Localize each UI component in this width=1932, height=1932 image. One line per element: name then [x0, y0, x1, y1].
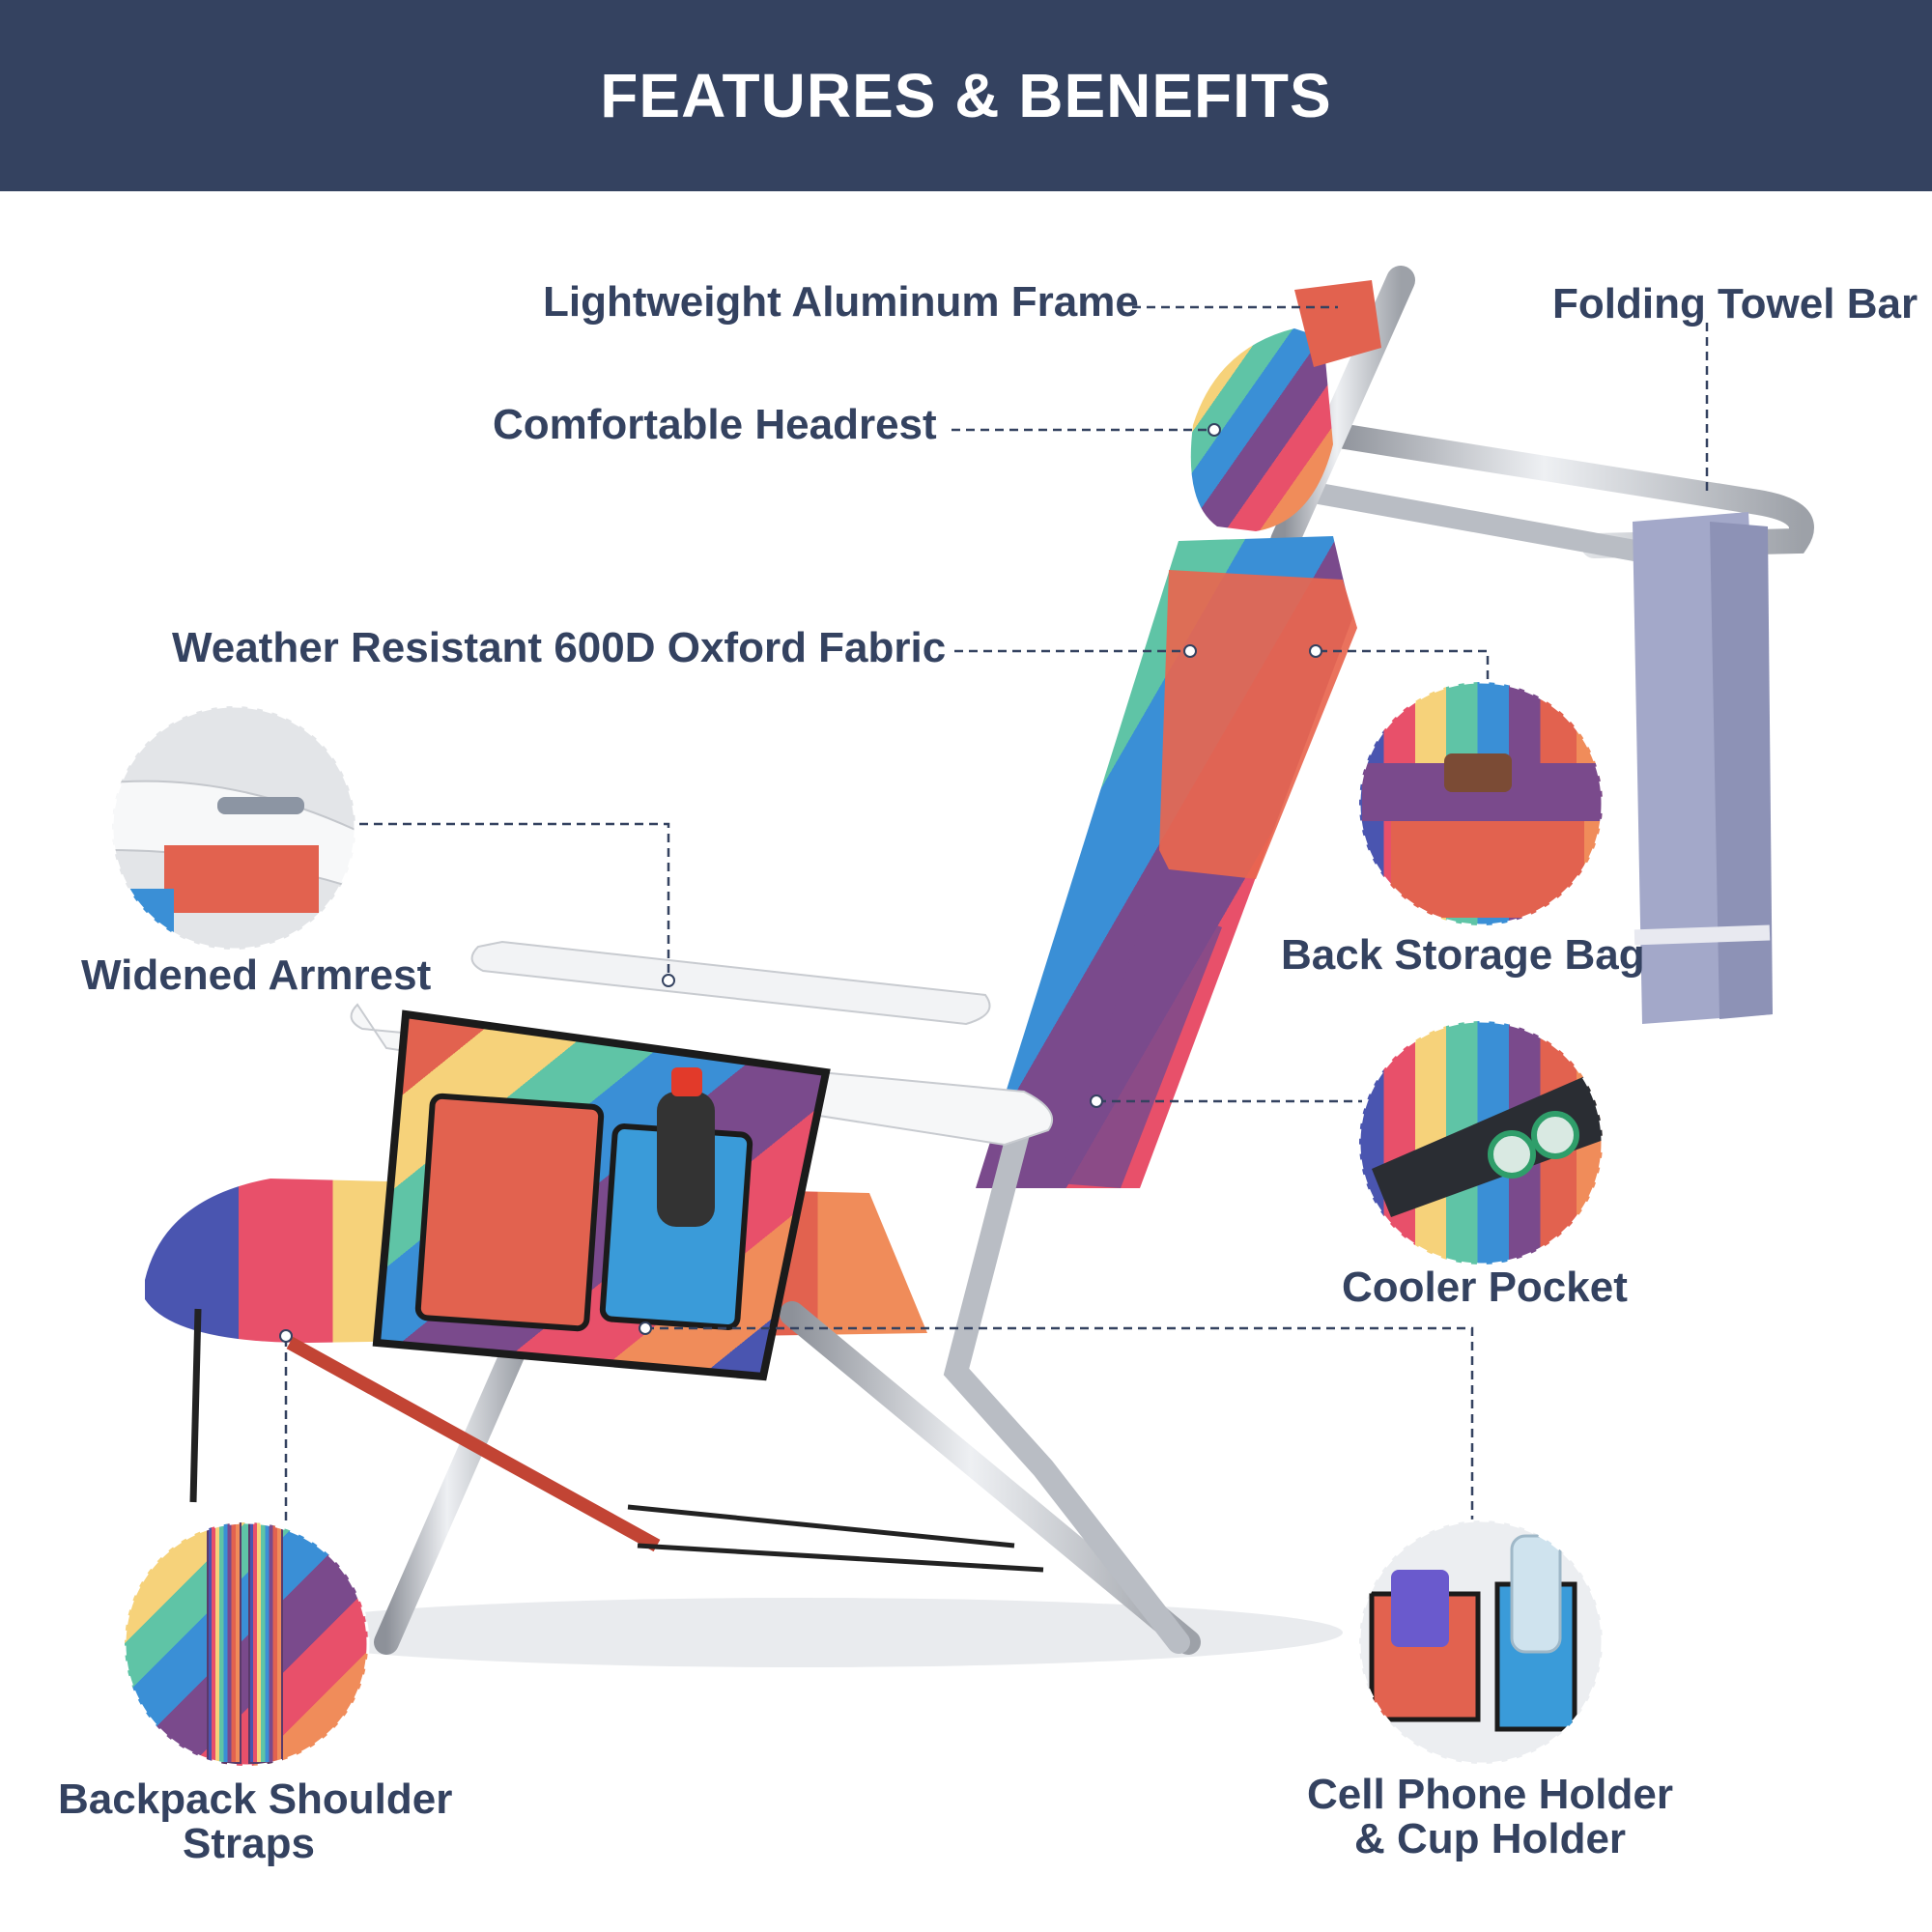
towel-bar: [1321, 422, 1814, 558]
cord-2: [637, 1543, 1044, 1573]
bottle: [657, 1092, 715, 1227]
bottle-cap: [671, 1067, 702, 1096]
detail-circle-armrest: [110, 704, 357, 952]
header-title: FEATURES & BENEFITS: [600, 61, 1332, 130]
towel-fold: [1710, 522, 1773, 1019]
label-shoulder-straps: Backpack Shoulder Straps: [58, 1776, 453, 1868]
strap-rear: [286, 1336, 661, 1552]
hanging-strap: [189, 1308, 202, 1503]
detail-circle-holder: [1357, 1519, 1605, 1766]
label-armrest: Widened Armrest: [81, 952, 432, 999]
leader-dots: [279, 423, 1322, 1343]
header-banner: FEATURES & BENEFITS: [0, 0, 1932, 191]
cord-1: [627, 1504, 1015, 1548]
label-towel-bar: Folding Towel Bar: [1552, 280, 1918, 327]
cooler-pocket-shape: [1058, 898, 1222, 1188]
label-shoulder-straps-line2: Straps: [183, 1820, 315, 1868]
label-aluminum-frame: Lightweight Aluminum Frame: [543, 278, 1139, 326]
towel-bar-lower: [1303, 482, 1672, 566]
detail-circle-straps: [123, 1520, 370, 1768]
label-fabric: Weather Resistant 600D Oxford Fabric: [172, 624, 947, 671]
label-phone-cup-holder-line2: & Cup Holder: [1353, 1815, 1627, 1863]
storage-bag: [1159, 570, 1357, 879]
label-headrest: Comfortable Headrest: [493, 401, 937, 448]
headrest: [1190, 328, 1333, 531]
detail-circle-cooler: [1357, 1019, 1605, 1266]
front-leg: [374, 1321, 534, 1655]
phone-pocket: [414, 1093, 605, 1332]
towel-stripe: [1634, 924, 1771, 946]
label-cooler-pocket: Cooler Pocket: [1342, 1264, 1628, 1311]
support-bar: [943, 1099, 1190, 1654]
headrest-top: [1294, 280, 1381, 367]
label-phone-cup-holder: Cell Phone Holder & Cup Holder: [1304, 1771, 1676, 1863]
detail-circle-storage: [1357, 680, 1605, 927]
armrest-back: [470, 940, 991, 1026]
label-shoulder-straps-line1: Backpack Shoulder: [58, 1776, 453, 1823]
leader-lines: [284, 305, 1709, 1524]
floor-shadow: [261, 1598, 1343, 1667]
label-phone-cup-holder-line1: Cell Phone Holder: [1307, 1771, 1673, 1818]
label-storage-bag: Back Storage Bag: [1281, 931, 1645, 979]
